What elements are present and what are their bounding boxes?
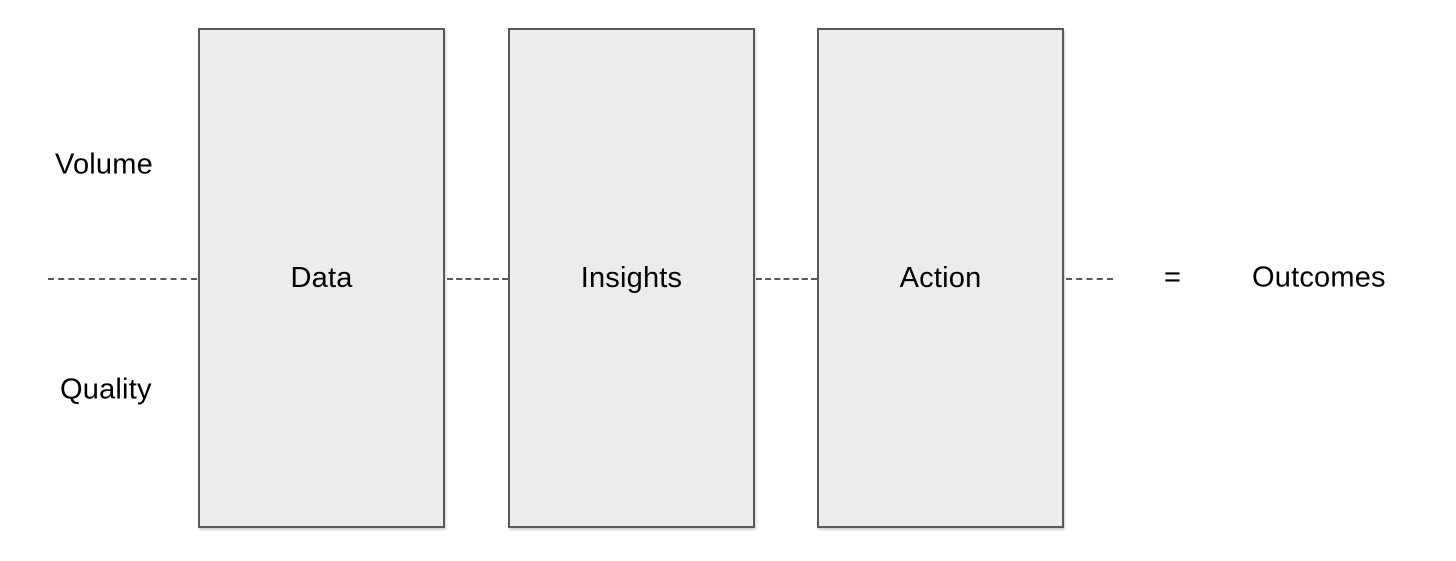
box-data: Data (198, 28, 445, 528)
quality-label: Quality (60, 373, 152, 406)
volume-label: Volume (55, 148, 153, 181)
box-insights: Insights (508, 28, 755, 528)
box-insights-label: Insights (580, 261, 683, 294)
equals-sign: = (1164, 261, 1182, 294)
box-data-label: Data (290, 261, 353, 294)
box-action: Action (817, 28, 1064, 528)
box-action-label: Action (899, 261, 982, 294)
dashed-line-insights-action (756, 278, 817, 280)
outcomes-label: Outcomes (1252, 261, 1386, 294)
dashed-line-right (1066, 278, 1113, 280)
dashed-line-left (48, 278, 197, 280)
dashed-line-data-insights (447, 278, 508, 280)
